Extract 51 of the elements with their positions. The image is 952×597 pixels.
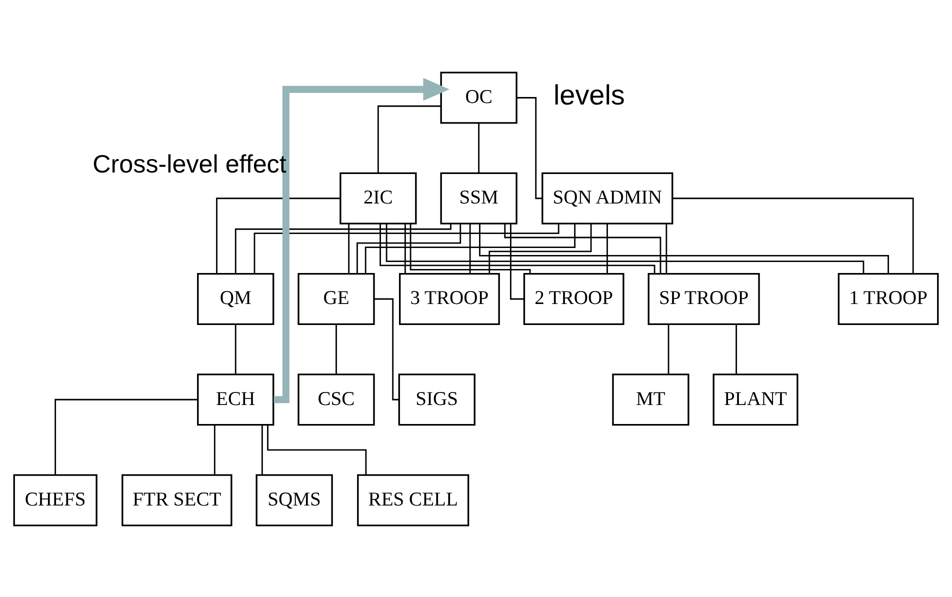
node-box: QM: [197, 272, 274, 324]
connector: [410, 223, 531, 274]
connector: [504, 223, 662, 274]
connector: [668, 324, 670, 374]
connector: [336, 324, 337, 374]
edge-label: Cross-level effect: [92, 150, 286, 178]
connector: [479, 223, 889, 274]
node-box: SP TROOP: [648, 272, 760, 324]
node-box: ECH: [197, 373, 274, 426]
connector: [404, 223, 406, 273]
connector: [374, 298, 399, 400]
connector: [672, 197, 914, 274]
connector: [469, 223, 471, 273]
connector: [216, 197, 340, 274]
connector: [54, 398, 198, 474]
node-box: PLANT: [712, 373, 798, 426]
connector: [261, 424, 263, 474]
connector: [267, 424, 367, 474]
connector: [348, 223, 350, 273]
node-box: SSM: [440, 172, 518, 224]
node-box: FTR SECT: [122, 474, 232, 526]
connector: [488, 223, 592, 274]
connector: [254, 223, 560, 274]
node-box: CHEFS: [13, 474, 98, 526]
connector: [606, 223, 608, 273]
node-box: 1 TROOP: [838, 272, 939, 324]
connector: [380, 223, 656, 274]
connector: [478, 122, 480, 172]
connector: [377, 104, 441, 173]
node-box: OC: [440, 71, 518, 124]
connector: [736, 324, 737, 374]
node-box: GE: [298, 272, 375, 324]
connector: [234, 223, 452, 274]
node-box: SQMS: [256, 474, 333, 526]
node-box: 2IC: [340, 172, 417, 224]
connector: [386, 223, 864, 274]
node-box: 3 TROOP: [399, 272, 500, 324]
node-box: RES CELL: [357, 474, 470, 526]
connector: [214, 424, 216, 474]
node-box: CSC: [298, 373, 375, 426]
node-box: 2 TROOP: [523, 272, 624, 324]
label: levels: [553, 79, 625, 110]
connector: [516, 96, 542, 199]
connector: [356, 223, 462, 274]
arrow: [274, 77, 450, 403]
node-box: SQN ADMIN: [542, 172, 674, 224]
node-box: SIGS: [398, 373, 476, 426]
connector: [666, 223, 668, 273]
connector: [234, 324, 236, 374]
connector: [364, 223, 576, 274]
node-box: MT: [612, 373, 690, 426]
